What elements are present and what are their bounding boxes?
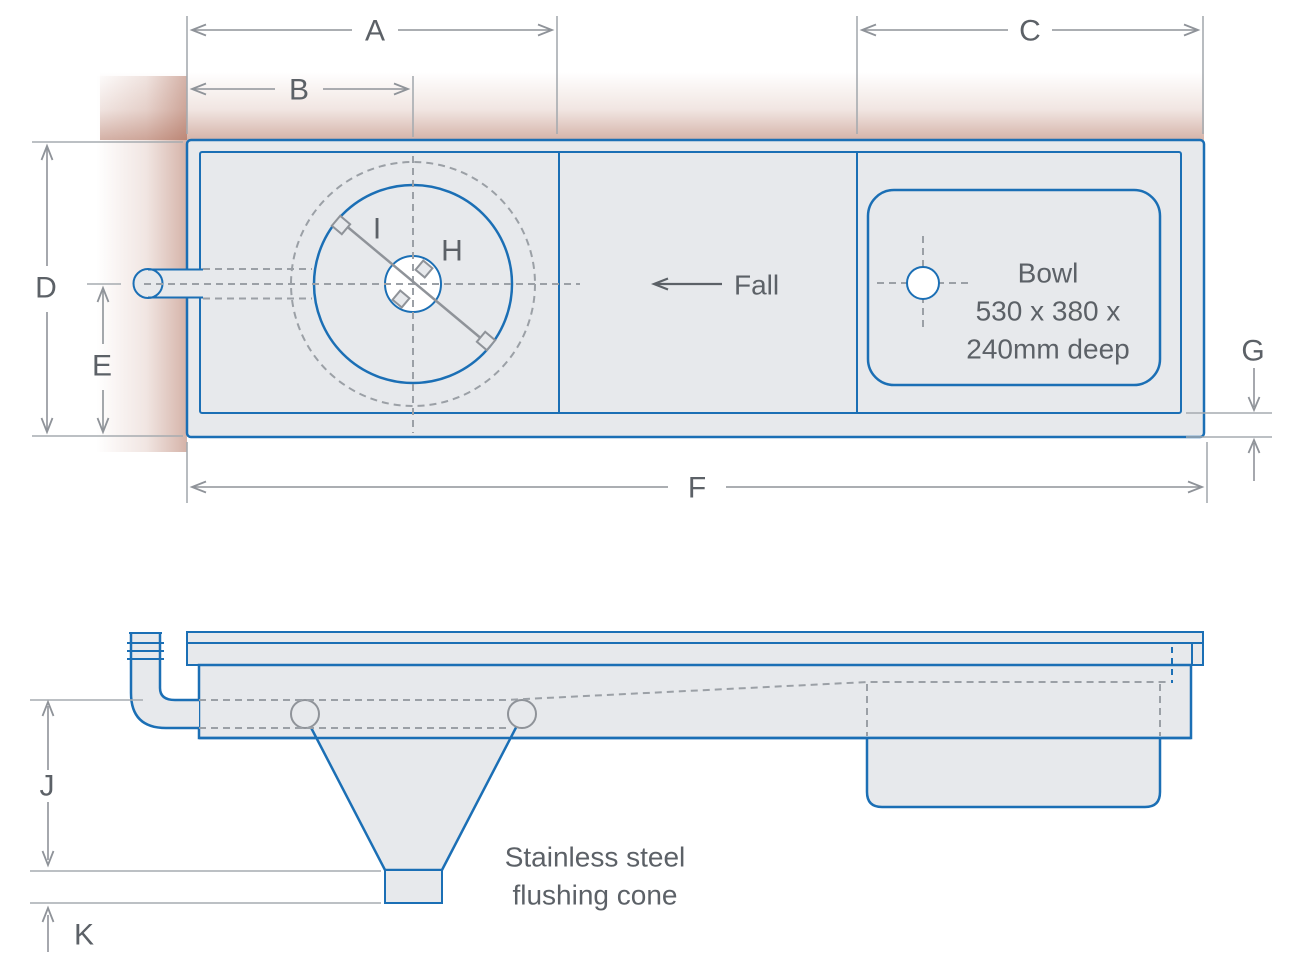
side-apron: [186, 642, 1193, 666]
dim-label-a: A: [365, 15, 385, 48]
fall-label: Fall: [734, 270, 779, 301]
dim-label-k: K: [74, 919, 94, 952]
hidden-bowl-walls: [866, 684, 1161, 736]
flushing-cone-spout: [384, 869, 443, 904]
cone-caption-line2: flushing cone: [512, 880, 677, 911]
waste-pipe-section: [290, 699, 320, 729]
plan-view: Bowl 530 x 380 x 240mm deep Fall: [132, 138, 1206, 439]
dim-label-i: I: [373, 213, 381, 246]
rod-handle: [475, 330, 497, 352]
plan-hidden-pipe-lines: [203, 268, 312, 300]
dimension-c: C: [856, 15, 1204, 134]
side-top-rim: [186, 631, 1204, 644]
dim-label-c: C: [1019, 15, 1041, 48]
bowl-drain-circle: [906, 266, 940, 300]
bowl-label-line3: 240mm deep: [966, 334, 1129, 365]
dimension-g: G: [1186, 335, 1272, 481]
bowl-outline: [866, 188, 1162, 387]
bowl-label-line2: 530 x 380 x: [976, 296, 1121, 327]
dim-label-g: G: [1241, 335, 1264, 368]
hidden-fall-line: [199, 681, 1168, 701]
dimension-k: K: [30, 902, 381, 952]
side-dimensions: J K: [30, 699, 381, 952]
side-view: Stainless steel flushing cone: [127, 631, 1204, 911]
dimension-e: E: [87, 283, 121, 435]
dim-label-b: B: [289, 74, 309, 107]
hose-tail-ribs: [127, 642, 164, 660]
plan-section-dividers: [558, 152, 858, 413]
rod-handle: [391, 289, 411, 309]
dim-label-d: D: [35, 272, 57, 305]
dim-label-f: F: [688, 472, 706, 505]
rod-handle: [414, 259, 434, 279]
plan-bowl: Bowl 530 x 380 x 240mm deep: [866, 188, 1162, 387]
dimension-d: D: [32, 141, 183, 437]
waste-pipe-section: [507, 699, 537, 729]
plan-flushing-rim: [144, 156, 580, 433]
dimension-j: J: [30, 699, 381, 872]
plan-shadow: [96, 72, 1204, 452]
side-right-cap: [1191, 642, 1204, 666]
side-bowl: [865, 738, 1162, 809]
fall-annotation: Fall: [650, 270, 779, 301]
side-inlet-pipe: [127, 632, 199, 730]
cone-caption-line1: Stainless steel: [505, 842, 686, 873]
plan-dimensions: A B C D: [32, 15, 1272, 505]
rod-handle: [330, 214, 352, 236]
outlet-rod: [337, 218, 490, 346]
dimension-a: A: [186, 15, 558, 134]
dimension-b: B: [189, 74, 414, 137]
bowl-label-line1: Bowl: [1018, 258, 1079, 289]
dim-label-e: E: [92, 350, 112, 383]
dim-label-h: H: [441, 235, 463, 268]
dimension-f: F: [186, 442, 1208, 505]
dim-label-j: J: [40, 770, 55, 803]
